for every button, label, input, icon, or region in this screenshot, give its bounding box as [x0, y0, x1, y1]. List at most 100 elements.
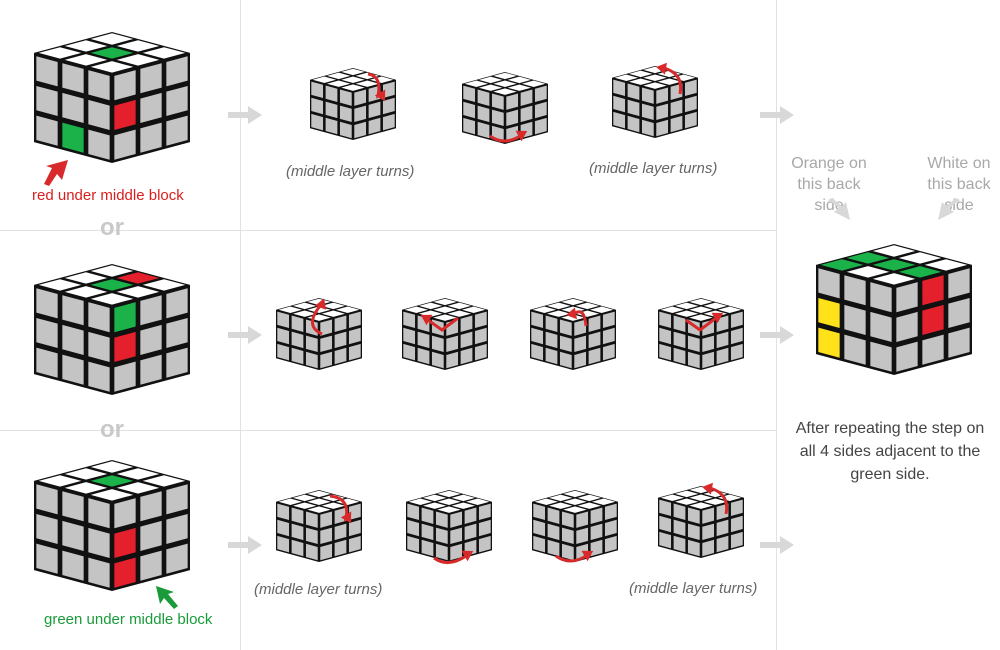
right-sticker — [334, 539, 347, 557]
left-sticker — [659, 499, 672, 517]
right-sticker — [656, 87, 669, 104]
right-sticker — [114, 129, 136, 160]
top-sticker — [674, 490, 699, 498]
left-sticker — [431, 351, 444, 369]
turn-arrow-icon — [685, 316, 717, 332]
top-sticker — [116, 54, 160, 66]
top-sticker — [464, 80, 489, 87]
right-sticker — [948, 297, 970, 329]
turn-arrow-icon — [663, 66, 683, 95]
right-sticker — [140, 63, 162, 94]
right-sticker — [140, 550, 162, 581]
column-divider — [776, 0, 777, 650]
left-sticker — [844, 334, 866, 365]
left-sticker — [407, 503, 420, 521]
top-sticker — [116, 286, 160, 298]
right-sticker — [166, 56, 188, 87]
right-sticker — [320, 511, 333, 528]
right-sticker — [604, 535, 617, 553]
left-sticker — [88, 99, 110, 130]
left-sticker — [613, 79, 626, 97]
left-sticker — [311, 97, 324, 115]
right-sticker — [602, 343, 615, 361]
right-sticker — [320, 351, 333, 369]
top-sticker — [447, 310, 472, 317]
left-sticker — [435, 527, 448, 545]
right-sticker — [478, 503, 491, 521]
turn-arrow-icon — [311, 305, 323, 336]
top-sticker — [292, 502, 317, 509]
top-sticker — [534, 498, 559, 505]
right-sticker — [474, 327, 487, 345]
left-sticker — [533, 535, 546, 553]
top-sticker — [703, 490, 728, 498]
top-sticker — [563, 490, 587, 498]
right-sticker — [922, 334, 944, 365]
flow-arrow-icon — [228, 326, 262, 344]
top-sticker — [447, 302, 472, 310]
top-sticker — [64, 482, 108, 494]
right-sticker — [702, 351, 715, 369]
left-sticker — [561, 511, 574, 528]
right-sticker — [588, 347, 601, 365]
right-sticker — [716, 347, 729, 365]
top-sticker — [321, 502, 346, 509]
right-sticker — [320, 527, 333, 545]
top-sticker — [575, 310, 600, 317]
left-sticker — [62, 491, 84, 522]
top-sticker — [563, 506, 587, 513]
cube-result — [816, 244, 972, 375]
left-sticker — [277, 327, 290, 345]
left-sticker — [673, 519, 686, 537]
top-sticker — [548, 502, 573, 509]
top-sticker — [493, 72, 517, 80]
right-sticker — [382, 97, 395, 115]
left-sticker — [339, 121, 352, 139]
left-sticker — [673, 535, 686, 553]
left-sticker — [547, 539, 560, 557]
right-sticker — [354, 89, 367, 106]
top-sticker — [418, 302, 443, 310]
left-sticker — [305, 351, 318, 369]
right-sticker — [474, 343, 487, 361]
cube-start-red-under — [34, 32, 190, 163]
left-sticker — [673, 347, 686, 365]
turn-arrowhead-icon — [340, 511, 352, 524]
right-sticker — [520, 105, 533, 123]
left-sticker — [533, 519, 546, 537]
left-sticker — [477, 105, 490, 123]
right-sticker — [334, 315, 347, 332]
top-sticker — [418, 310, 443, 317]
right-sticker — [320, 319, 333, 336]
top-sticker — [307, 490, 331, 498]
row-divider — [0, 230, 776, 231]
right-sticker — [922, 275, 944, 306]
right-sticker — [684, 111, 697, 129]
right-sticker — [114, 498, 136, 529]
right-sticker — [716, 519, 729, 537]
left-sticker — [491, 109, 504, 127]
top-sticker — [451, 502, 476, 509]
left-sticker — [627, 99, 640, 117]
top-sticker — [116, 482, 160, 494]
left-sticker — [62, 520, 84, 552]
middle-layer-turns-note: (middle layer turns) — [629, 580, 758, 597]
right-sticker — [446, 351, 459, 369]
right-sticker — [166, 85, 188, 117]
top-sticker — [689, 306, 713, 313]
left-sticker — [88, 557, 110, 588]
left-sticker — [818, 268, 840, 299]
right-sticker — [354, 105, 367, 123]
left-sticker — [559, 351, 572, 369]
top-sticker — [341, 76, 365, 83]
right-sticker — [574, 319, 587, 336]
right-sticker — [670, 99, 683, 117]
top-sticker — [660, 306, 685, 313]
top-sticker — [577, 494, 602, 502]
top-sticker — [461, 306, 486, 313]
right-sticker — [534, 85, 547, 103]
left-sticker — [277, 503, 290, 521]
cube-move-step — [530, 298, 616, 370]
right-sticker — [730, 327, 743, 345]
left-sticker — [687, 539, 700, 557]
